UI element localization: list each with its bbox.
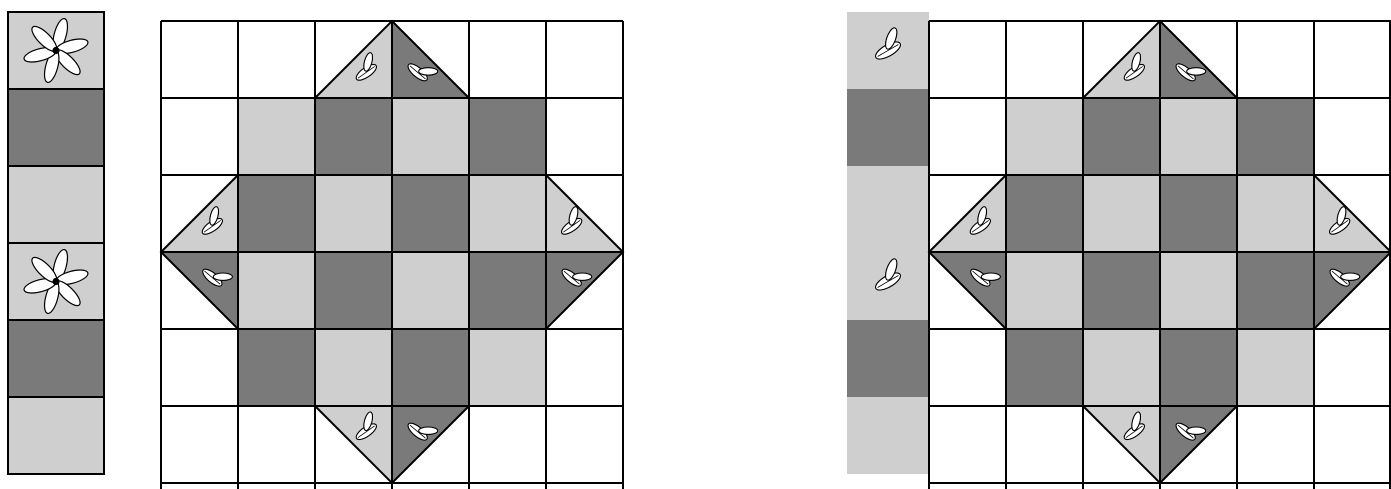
right-block-cell-white xyxy=(1006,406,1083,483)
left-block-cell-light xyxy=(392,98,469,175)
left-block-cell-white xyxy=(161,21,238,98)
left-quilt-block xyxy=(161,21,623,489)
edge-strip-cell-dark xyxy=(847,320,929,397)
right-block-cell-dark xyxy=(1006,329,1083,406)
left-block-cell-white xyxy=(238,406,315,483)
right-block-cell-white xyxy=(1314,329,1391,406)
right-block-cell-light xyxy=(1160,98,1237,175)
right-block-cell-white xyxy=(1006,21,1083,98)
strip-cell-light xyxy=(8,397,104,474)
left-block-cell-light xyxy=(315,329,392,406)
right-block-cell-light xyxy=(1006,98,1083,175)
strip-cell-light xyxy=(8,166,104,243)
left-block-cell-dark xyxy=(238,329,315,406)
left-block-cell-dark xyxy=(315,252,392,329)
right-block-cell-light xyxy=(1160,252,1237,329)
right-block-cell-white xyxy=(929,406,1006,483)
right-block-cell-white xyxy=(929,98,1006,175)
left-block-cell-dark xyxy=(469,98,546,175)
right-block-cell-white xyxy=(1314,21,1391,98)
right-block-cell-dark xyxy=(1237,252,1314,329)
right-block-cell-dark xyxy=(1237,98,1314,175)
left-fabric-strip xyxy=(8,12,104,474)
left-block-cell-white xyxy=(161,98,238,175)
right-block-cell-white xyxy=(1237,406,1314,483)
right-block-cell-light xyxy=(1083,329,1160,406)
left-block-cell-light xyxy=(238,98,315,175)
left-block-cell-dark xyxy=(392,329,469,406)
right-block-cell-dark xyxy=(1083,252,1160,329)
right-block-cell-white xyxy=(929,21,1006,98)
left-block-cell-white xyxy=(469,406,546,483)
left-block-cell-light xyxy=(469,175,546,252)
left-block-cell-white xyxy=(546,406,623,483)
right-block-cell-dark xyxy=(1160,175,1237,252)
right-block-cell-dark xyxy=(1006,175,1083,252)
left-block-cell-light xyxy=(392,252,469,329)
left-block-cell-dark xyxy=(469,252,546,329)
strip-cell-dark xyxy=(8,89,104,166)
left-block-cell-dark xyxy=(392,175,469,252)
right-block-cell-white xyxy=(929,329,1006,406)
right-block-edge-strip xyxy=(847,12,929,474)
right-block-cell-light xyxy=(1006,252,1083,329)
right-quilt-block xyxy=(929,21,1391,489)
left-block-cell-white xyxy=(546,21,623,98)
right-block-cell-light xyxy=(1237,329,1314,406)
left-block-cell-white xyxy=(546,98,623,175)
left-block-cell-light xyxy=(315,175,392,252)
right-block-cell-white xyxy=(1314,98,1391,175)
edge-strip-cell-dark xyxy=(847,89,929,166)
edge-strip-cell-light xyxy=(847,397,929,474)
left-block-cell-white xyxy=(469,21,546,98)
left-block-cell-white xyxy=(161,406,238,483)
left-block-cell-dark xyxy=(315,98,392,175)
left-block-cell-white xyxy=(238,21,315,98)
left-block-cell-white xyxy=(546,329,623,406)
right-block-cell-dark xyxy=(1083,98,1160,175)
right-block-cell-light xyxy=(1237,175,1314,252)
right-block-cell-light xyxy=(1083,175,1160,252)
left-block-cell-dark xyxy=(238,175,315,252)
edge-strip-cell-light xyxy=(847,166,929,243)
left-block-cell-light xyxy=(469,329,546,406)
left-block-cell-white xyxy=(161,329,238,406)
right-block-cell-dark xyxy=(1160,329,1237,406)
strip-cell-dark xyxy=(8,320,104,397)
right-block-cell-white xyxy=(1237,21,1314,98)
left-block-cell-light xyxy=(238,252,315,329)
right-block-cell-white xyxy=(1314,406,1391,483)
